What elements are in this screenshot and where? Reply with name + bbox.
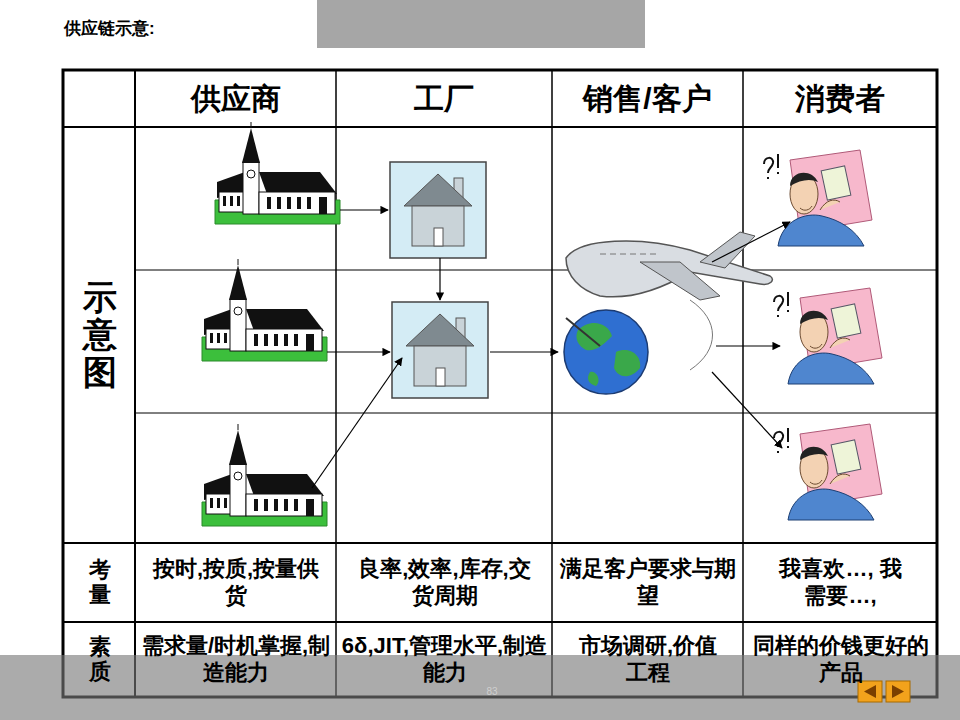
table-cell: 满足客户要求与期望 [560,556,736,609]
table-cell: 同样的价钱更好的产品 [753,633,929,686]
table-cell: 6δ,JIT,管理水平,制造能力 [342,633,548,686]
page-number: 83 [486,686,497,698]
row-header: 考量 [89,558,111,606]
title: 供应链示意: [64,19,155,39]
column-header: 消费者 [795,81,885,117]
grey-box [317,0,645,48]
consumer-icon [774,288,882,384]
table-cell: 良率,效率,库存,交货周期 [350,556,540,609]
row-header-cell: 示意图 [66,130,133,540]
column-header-cell: 销售/客户 [554,72,741,125]
table-cell-cell: 需求量/时机掌握,制造能力 [138,624,334,695]
row-header-cell: 考量 [66,545,133,620]
column-header-cell: 工厂 [338,72,550,125]
factory-icon [392,302,488,398]
row-header: 示意图 [83,279,117,391]
table-grid [63,70,937,697]
table-cell: 市场调研,价值工程 [568,633,728,686]
table-cell-cell: 我喜欢…, 我需要…, [746,545,935,620]
page-number-cell: 83 [470,684,514,700]
table-cell: 按时,按质,按量供货 [143,556,329,609]
consumer-icon [764,150,872,246]
consumer-icon [774,424,882,520]
column-header-cell: 消费者 [745,72,935,125]
row-header-cell: 素质 [66,624,133,695]
globe-icon [564,310,648,394]
supplier-icon [215,122,340,224]
supplier-icon [202,259,327,361]
table-cell-cell: 6δ,JIT,管理水平,制造能力 [339,624,550,695]
column-header: 销售/客户 [583,81,711,117]
supplier-icon [202,424,327,526]
column-header-cell: 供应商 [137,72,334,125]
column-header: 工厂 [414,81,474,117]
table-cell-cell: 满足客户要求与期望 [555,545,741,620]
nav-buttons [858,681,910,702]
row-header: 素质 [89,635,111,683]
table-cell: 需求量/时机掌握,制造能力 [141,633,331,686]
table-cell-cell: 市场调研,价值工程 [555,624,741,695]
table-cell: 我喜欢…, 我需要…, [776,556,906,609]
column-header: 供应商 [191,81,281,117]
title-cell: 供应链示意: [64,16,264,42]
bottom-bar [0,655,960,720]
table-cell-cell: 良率,效率,库存,交货周期 [339,545,550,620]
factory-icon [390,162,486,258]
table-cell-cell: 按时,按质,按量供货 [138,545,334,620]
flow-arrows [312,210,790,488]
table-cell-cell: 同样的价钱更好的产品 [746,624,935,695]
